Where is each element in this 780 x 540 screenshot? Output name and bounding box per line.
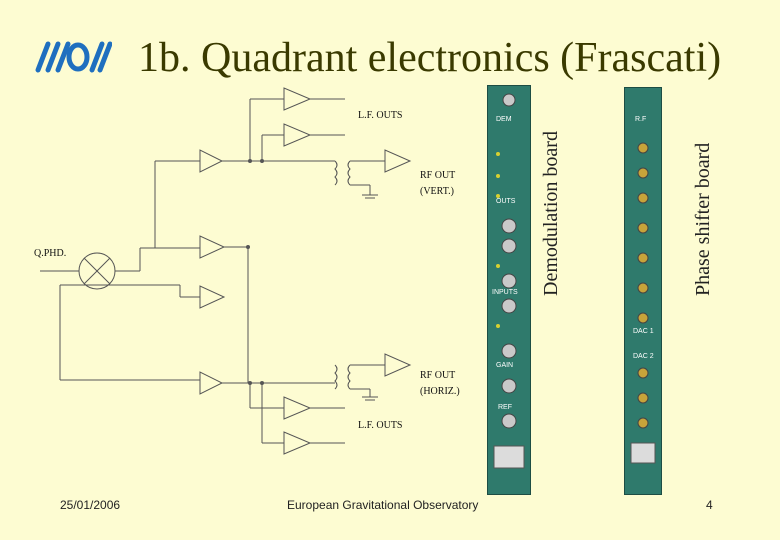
demodulation-board-photo: DEM OUTS INPUTS GAIN REF xyxy=(487,85,531,495)
rf-out-vert-label: RF OUT xyxy=(420,170,455,181)
rf-panel-label: R.F xyxy=(635,116,647,123)
slide-title: 1b. Quadrant electronics (Frascati) xyxy=(138,35,722,81)
rf-out-horiz-label: RF OUT xyxy=(420,370,455,381)
footer-date: 25/01/2006 xyxy=(60,498,121,512)
lf-outs-top-label: L.F. OUTS xyxy=(358,110,402,121)
dem-panel-label: DEM xyxy=(496,116,512,123)
dem-panel-label-outs: OUTS xyxy=(496,198,516,205)
dem-panel-label-gain: GAIN xyxy=(496,362,514,369)
demodulation-board-connectors xyxy=(493,93,525,469)
rf-out-vert-sub-label: (VERT.) xyxy=(420,186,454,197)
phase-shifter-board-photo: R.F DAC 1 DAC 2 xyxy=(624,87,662,495)
footer-page-number: 4 xyxy=(706,498,713,512)
dac2-panel-label: DAC 2 xyxy=(633,353,654,360)
qphd-label: Q.PHD. xyxy=(34,248,66,259)
lf-outs-bottom-label: L.F. OUTS xyxy=(358,420,402,431)
rf-out-horiz-sub-label: (HORIZ.) xyxy=(420,386,460,397)
ego-logo-icon xyxy=(35,41,112,73)
demodulation-board-label: Demodulation board xyxy=(540,131,562,296)
phase-shifter-board-label: Phase shifter board xyxy=(692,142,714,296)
dac1-panel-label: DAC 1 xyxy=(633,328,654,335)
dem-panel-label-ref: REF xyxy=(498,404,512,411)
footer-organization: European Gravitational Observatory xyxy=(287,498,479,512)
phase-shifter-board-connectors xyxy=(630,142,656,464)
dem-panel-label-inputs: INPUTS xyxy=(492,289,518,296)
